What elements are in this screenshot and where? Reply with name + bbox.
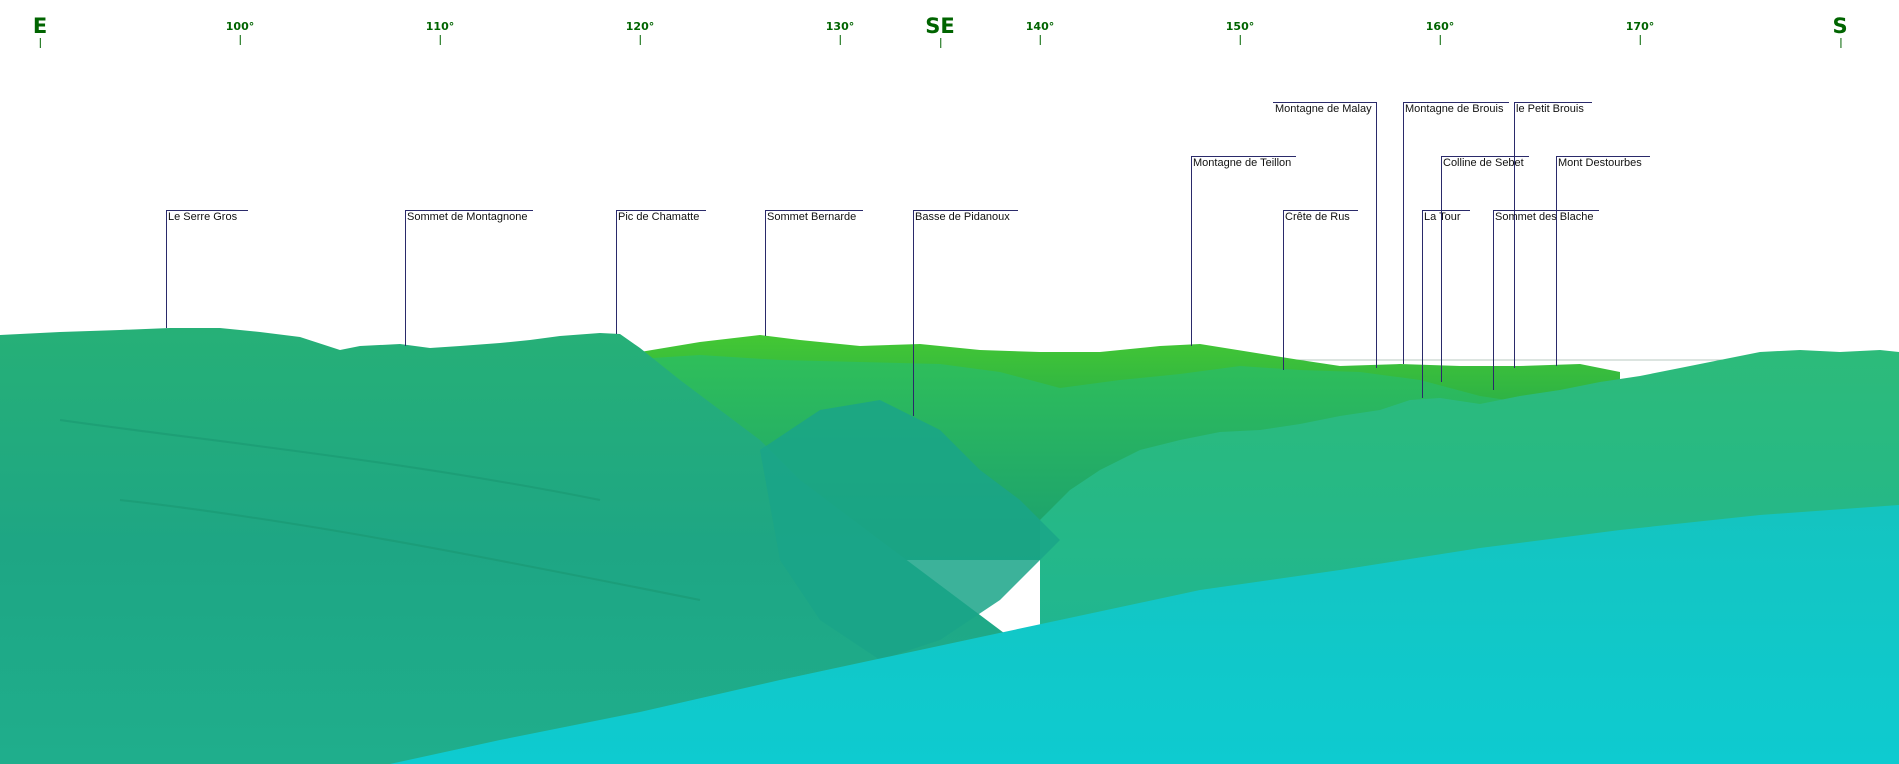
peak-label: Crête de Rus xyxy=(1285,211,1350,223)
leader-stem xyxy=(913,210,914,416)
leader-top xyxy=(1422,210,1470,211)
peak-label: le Petit Brouis xyxy=(1516,103,1584,115)
leader-top xyxy=(1441,156,1529,157)
degree-170: 170° xyxy=(1625,20,1655,45)
leader-stem xyxy=(1441,156,1442,382)
leader-top xyxy=(1191,156,1296,157)
leader-top xyxy=(1514,102,1592,103)
cardinal-e-label: E xyxy=(32,14,48,38)
leader-top xyxy=(913,210,1018,211)
leader-stem xyxy=(616,210,617,334)
degree-label: 110° xyxy=(425,20,455,33)
leader-stem xyxy=(1191,156,1192,346)
degree-label: 100° xyxy=(225,20,255,33)
degree-160: 160° xyxy=(1425,20,1455,45)
leader-stem xyxy=(166,210,167,328)
central-valley xyxy=(760,400,1060,660)
leader-stem xyxy=(405,210,406,346)
degree-label: 130° xyxy=(825,20,855,33)
cardinal-se-label: SE xyxy=(925,14,955,38)
leader-top xyxy=(1403,102,1509,103)
leader-stem xyxy=(1514,102,1515,368)
peak-label: Mont Destourbes xyxy=(1558,157,1642,169)
degree-label: 140° xyxy=(1025,20,1055,33)
leader-stem xyxy=(1422,210,1423,398)
compass-bar: E SE S 100° 110° 120° 130° 140° 150° 160… xyxy=(0,0,1899,50)
degree-tick xyxy=(1240,35,1241,45)
ridge-shadow xyxy=(59,419,701,601)
leader-top xyxy=(1273,102,1376,103)
degree-tick xyxy=(840,35,841,45)
peak-label: Montagne de Brouis xyxy=(1405,103,1504,115)
leader-top xyxy=(1283,210,1358,211)
peak-label: Sommet des Blache xyxy=(1495,211,1594,223)
left-slope xyxy=(0,328,1060,764)
peak-label: Sommet de Montagnone xyxy=(407,211,528,223)
foreground-slope xyxy=(390,505,1899,764)
degree-140: 140° xyxy=(1025,20,1055,45)
leader-top xyxy=(765,210,863,211)
peak-label: Colline de Sebet xyxy=(1443,157,1524,169)
degree-110: 110° xyxy=(425,20,455,45)
leader-top xyxy=(616,210,706,211)
degree-tick xyxy=(1640,35,1641,45)
leader-top xyxy=(166,210,248,211)
leader-top xyxy=(405,210,533,211)
leader-stem xyxy=(1493,210,1494,390)
degree-tick xyxy=(440,35,441,45)
leader-top xyxy=(1556,156,1650,157)
degree-tick xyxy=(640,35,641,45)
degree-120: 120° xyxy=(625,20,655,45)
degree-100: 100° xyxy=(225,20,255,45)
peak-label: Montagne de Teillon xyxy=(1193,157,1292,169)
peak-label: Le Serre Gros xyxy=(168,211,238,223)
peak-label: La Tour xyxy=(1424,211,1461,223)
cardinal-e: E xyxy=(32,14,48,48)
peak-label: Montagne de Malay xyxy=(1275,103,1372,115)
degree-label: 170° xyxy=(1625,20,1655,33)
cardinal-e-tick xyxy=(39,38,41,48)
leader-stem xyxy=(1376,102,1377,368)
degree-label: 150° xyxy=(1225,20,1255,33)
degree-130: 130° xyxy=(825,20,855,45)
degree-tick xyxy=(240,35,241,45)
peak-label: Basse de Pidanoux xyxy=(915,211,1010,223)
leader-stem xyxy=(1283,210,1284,370)
degree-tick xyxy=(1440,35,1441,45)
degree-150: 150° xyxy=(1225,20,1255,45)
degree-label: 120° xyxy=(625,20,655,33)
cardinal-se: SE xyxy=(925,14,955,48)
leader-stem xyxy=(765,210,766,336)
leader-stem xyxy=(1556,156,1557,366)
cardinal-s-label: S xyxy=(1832,14,1848,38)
degree-tick xyxy=(1040,35,1041,45)
peak-label: Pic de Chamatte xyxy=(618,211,700,223)
degree-label: 160° xyxy=(1425,20,1455,33)
leader-top xyxy=(1493,210,1599,211)
cardinal-se-tick xyxy=(939,38,941,48)
cardinal-s: S xyxy=(1832,14,1848,48)
cardinal-s-tick xyxy=(1840,38,1841,48)
leader-stem xyxy=(1403,102,1404,364)
peak-label: Sommet Bernarde xyxy=(767,211,857,223)
